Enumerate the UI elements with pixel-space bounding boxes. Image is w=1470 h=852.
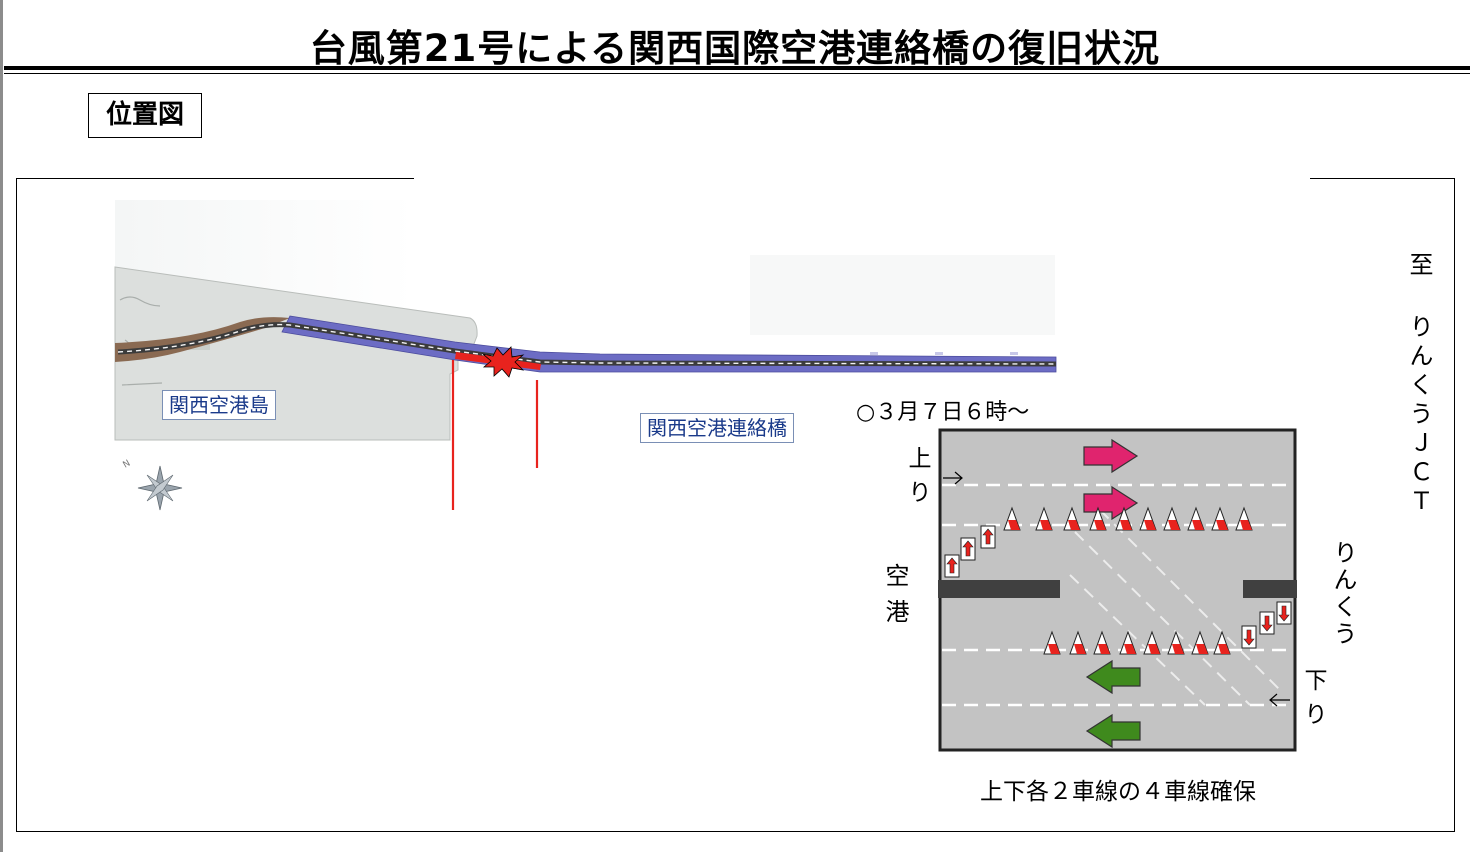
traffic-cone-icon (1043, 630, 1061, 655)
rinku-label: りんくう (1329, 540, 1357, 648)
section-label: 位置図 (88, 93, 202, 138)
traffic-cone-icon (1035, 506, 1053, 531)
traffic-cone-icon (1167, 630, 1185, 655)
page-title: 台風第21号による関西国際空港連絡橋の復旧状況 (309, 27, 1161, 70)
traffic-cone-icon (1191, 630, 1209, 655)
lane-diagram (938, 428, 1297, 752)
frame-bottom (16, 831, 1455, 832)
frame-left (16, 178, 17, 832)
svg-text:N: N (122, 459, 133, 471)
traffic-cone-icon (1115, 506, 1133, 531)
traffic-cone-icon (1089, 506, 1107, 531)
map-background-right (750, 255, 1055, 335)
frame-right (1454, 178, 1455, 832)
traffic-cone-icon (1235, 506, 1253, 531)
lane-lines (942, 483, 1293, 707)
title-rule-thick (4, 66, 1470, 70)
damage-burst-icon (481, 346, 525, 378)
bridge-label: 関西空港連絡橋 (640, 413, 794, 443)
lane-shift-arrow-icon (1069, 509, 1281, 706)
traffic-cone-icon (1119, 630, 1137, 655)
traffic-cone-icon (1163, 506, 1181, 531)
traffic-cone-icon (1063, 506, 1081, 531)
traffic-cone-icon (1069, 630, 1087, 655)
title-rule-thin (4, 73, 1470, 74)
traffic-cone-icon (1003, 506, 1021, 531)
lane-shift-sign-icon (1276, 601, 1292, 625)
lane-shift-sign-icon (1259, 611, 1275, 635)
traffic-cone-icon (1187, 506, 1205, 531)
compass-rose-icon (137, 465, 183, 511)
traffic-cone-icon (1143, 630, 1161, 655)
traffic-cone-icon (1139, 506, 1157, 531)
page-left-border (0, 0, 3, 852)
frame-top-left (16, 178, 414, 179)
up-label: 上り (908, 446, 932, 506)
median-right (1243, 580, 1297, 598)
down-label: 下り (1304, 668, 1328, 728)
up-lane-arrow-icon (943, 471, 963, 485)
airport-label: 空港 (881, 563, 909, 635)
lane-shift-sign-icon (1241, 625, 1257, 649)
date-label: ○３月７日６時～ (856, 400, 1030, 425)
traffic-cones (1003, 506, 1253, 655)
traffic-cone-icon (1093, 630, 1111, 655)
road-centre-dash (117, 323, 1057, 365)
direction-arrow-icon (1085, 659, 1141, 749)
lane-diagram-caption: 上下各２車線の４車線確保 (980, 779, 1256, 805)
island-label: 関西空港島 (162, 390, 276, 420)
lane-shift-signs (944, 525, 1292, 649)
traffic-cone-icon (1213, 630, 1231, 655)
lane-shift-sign-icon (960, 537, 976, 561)
lane-shift-sign-icon (944, 554, 960, 578)
frame-top-right (1310, 178, 1455, 179)
down-lane-arrow-icon (1269, 693, 1290, 707)
traffic-cone-icon (1211, 506, 1229, 531)
median-left (938, 580, 1060, 598)
lane-shift-sign-icon (980, 525, 996, 549)
bridge-piers (870, 352, 1018, 355)
destination-label: 至 りんくうＪＣＴ (1405, 252, 1433, 517)
